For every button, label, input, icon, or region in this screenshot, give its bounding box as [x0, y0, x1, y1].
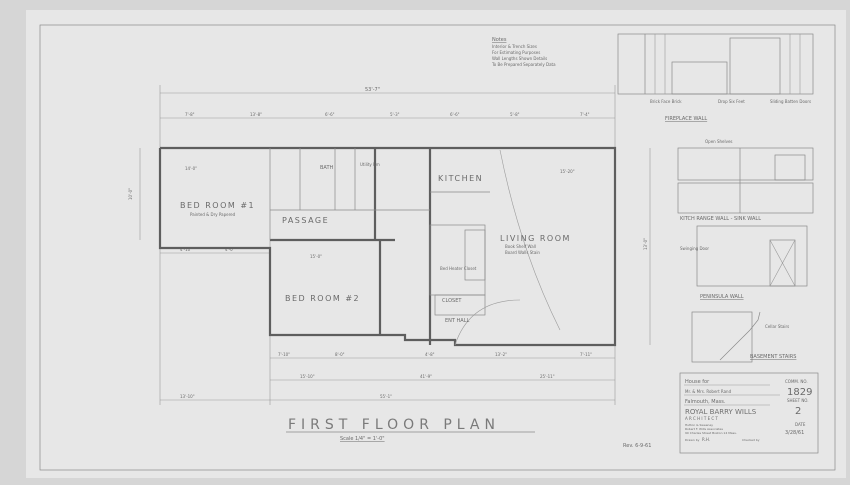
dimensions-side-right: 13'-0" — [643, 238, 648, 250]
title-block-date-label: DATE — [795, 422, 806, 427]
dimensions-top-segments-2: 6'-6" — [325, 112, 335, 117]
title-block-comm-label: COMM. NO. — [785, 379, 808, 384]
title-block-drawn-by: R.H. — [702, 437, 710, 442]
dimensions-bottom-row1-2: 4'-8" — [425, 352, 435, 357]
title-block-associates-2: 90 Charles Street Boston 14 Mass. — [685, 431, 737, 435]
dimensions-bottom-row1-3: 13'-2" — [495, 352, 507, 357]
title-block-location: Falmouth, Mass. — [685, 399, 726, 405]
elevations-fireplace-notes-0: Brick Face Brick — [650, 99, 682, 104]
title-block-firm-sub: A R C H I T E C T — [685, 416, 718, 421]
elevations-fireplace: FIREPLACE WALL — [665, 116, 707, 122]
elevations-kitchen-note: Open Shelves — [705, 139, 733, 144]
rooms-closet: CLOSET — [442, 298, 462, 304]
elevation-kitchen-wall: Open Shelves KITCH RANGE WALL - SINK WAL… — [677, 139, 814, 222]
rooms-living-note2: Board Walls Stain — [505, 250, 540, 255]
notes-lines-0: Interior & Trench Sizes — [492, 44, 537, 49]
rooms-bedroom1-note: Painted & Dry Papered — [190, 212, 236, 217]
rooms-utility: Utility Rm — [360, 162, 380, 167]
dimensions-left-segments-0: 4'-10" — [180, 247, 192, 252]
rooms-bedroom2: BED ROOM #2 — [285, 294, 360, 303]
dimensions-room-dims-1: 15'-0" — [310, 254, 322, 259]
room-labels: BED ROOM #1 Painted & Dry Papered 14'-0"… — [180, 162, 575, 324]
dimensions-top-segments-6: 7'-4" — [580, 112, 590, 117]
dimensions-top-segments-4: 6'-6" — [450, 112, 460, 117]
dimensions-bottom-row3-1: 55'-1" — [380, 394, 392, 399]
elevation-fireplace-wall: Brick Face Brick Drop Six Feet Sliding B… — [617, 33, 814, 122]
title-block-house-for: House for — [685, 379, 710, 385]
dimensions-bottom-row2-1: 41'-9" — [420, 374, 432, 379]
rooms-living: LIVING ROOM — [500, 234, 571, 243]
title-block-firm: ROYAL BARRY WILLS — [685, 408, 757, 416]
dimensions-bottom-row2-0: 15'-10" — [300, 374, 315, 379]
plan-walls — [158, 146, 617, 347]
rooms-kitchen: KITCHEN — [438, 174, 483, 183]
dimensions-left-segments-1: 4'-0" — [225, 247, 235, 252]
dimensions-top-segments-3: 5'-3" — [390, 112, 400, 117]
title-revision: Rev. 6-9-61 — [623, 443, 651, 449]
title-block: House for Mr. & Mrs. Robert Rand Falmout… — [679, 372, 819, 454]
title-block-comm-no: 1829 — [787, 387, 812, 398]
title-block-client: Mr. & Mrs. Robert Rand — [685, 389, 732, 394]
dimensions-top-segments-1: 13'-8" — [250, 112, 262, 117]
elevations-peninsula: PENINSULA WALL — [700, 294, 744, 300]
title-block-checked-label: Checked by — [742, 438, 760, 442]
dimensions-top-segments-0: 7'-8" — [185, 112, 195, 117]
notes-lines-1: For Estimating Purposes — [492, 50, 540, 55]
rooms-bath: BATH — [320, 165, 334, 171]
dimensions: 53'-7" 7'-8" 13'-8" 6'-6" 5'-3" 6'-6" 5'… — [128, 85, 651, 405]
elevation-peninsula-wall: Swinging Door PENINSULA WALL — [680, 225, 808, 300]
title-block-date: 3/28/61 — [785, 430, 804, 436]
dimensions-top-segments-5: 5'-8" — [510, 112, 520, 117]
title-main: FIRST FLOOR PLAN — [288, 417, 500, 433]
notes-title: Notes — [492, 37, 507, 43]
title-block-sheet-no: 2 — [795, 406, 801, 417]
rooms-bedroom1: BED ROOM #1 — [180, 201, 255, 210]
rooms-bed-closet: Bed Heater Closet — [440, 266, 477, 271]
title-scale: Scale 1/4" = 1'-0" — [340, 436, 385, 442]
dimensions-overall-top: 53'-7" — [365, 87, 380, 93]
elevations-kitchen: KITCH RANGE WALL - SINK WALL — [680, 216, 761, 222]
title-block-drawn-label: Drawn by — [685, 438, 700, 442]
elevations-fireplace-notes-1: Drop Six Feet — [718, 99, 745, 104]
dimensions-room-dims-0: 14'-0" — [185, 166, 197, 171]
notes-lines-3: To Be Prepared Separately Data — [491, 62, 556, 67]
rooms-hall: ENT HALL — [445, 318, 470, 324]
dimensions-bottom-row1-1: 8'-0" — [335, 352, 345, 357]
dimensions-bottom-row1-0: 7'-10" — [278, 352, 290, 357]
dimensions-bottom-row2-2: 25'-11" — [540, 374, 555, 379]
elevation-stairs: Cellar Stairs BASEMENT STAIRS — [691, 311, 796, 363]
sheet-border — [39, 24, 836, 471]
title-block-associates-1: Robert F. Wills Associates — [685, 427, 723, 431]
elevations-stairs-note: Cellar Stairs — [765, 324, 789, 329]
dimensions-bottom-row3-0: 13'-10" — [180, 394, 195, 399]
dimensions-room-dims-3: 15'-20" — [560, 169, 575, 174]
elevations-peninsula-note: Swinging Door — [680, 246, 709, 251]
notes: Notes Interior & Trench Sizes For Estima… — [491, 37, 556, 67]
elevations-fireplace-notes-2: Sliding Batten Doors — [770, 99, 811, 104]
title-block-sheet-label: SHEET NO. — [787, 398, 809, 403]
rooms-passage: PASSAGE — [282, 216, 329, 225]
title-block-associates-0: Hutton & Sweeney — [685, 423, 713, 427]
notes-lines-2: Wall Lengths Shown Details — [492, 56, 547, 61]
rooms-living-note1: Book Shelf Wall — [505, 244, 536, 249]
dimensions-side-left: 10'-0" — [128, 188, 133, 200]
elevations-stairs: BASEMENT STAIRS — [750, 354, 796, 360]
drawing-title: FIRST FLOOR PLAN Scale 1/4" = 1'-0" Rev.… — [286, 417, 651, 449]
dimensions-bottom-row1-4: 7'-11" — [580, 352, 592, 357]
